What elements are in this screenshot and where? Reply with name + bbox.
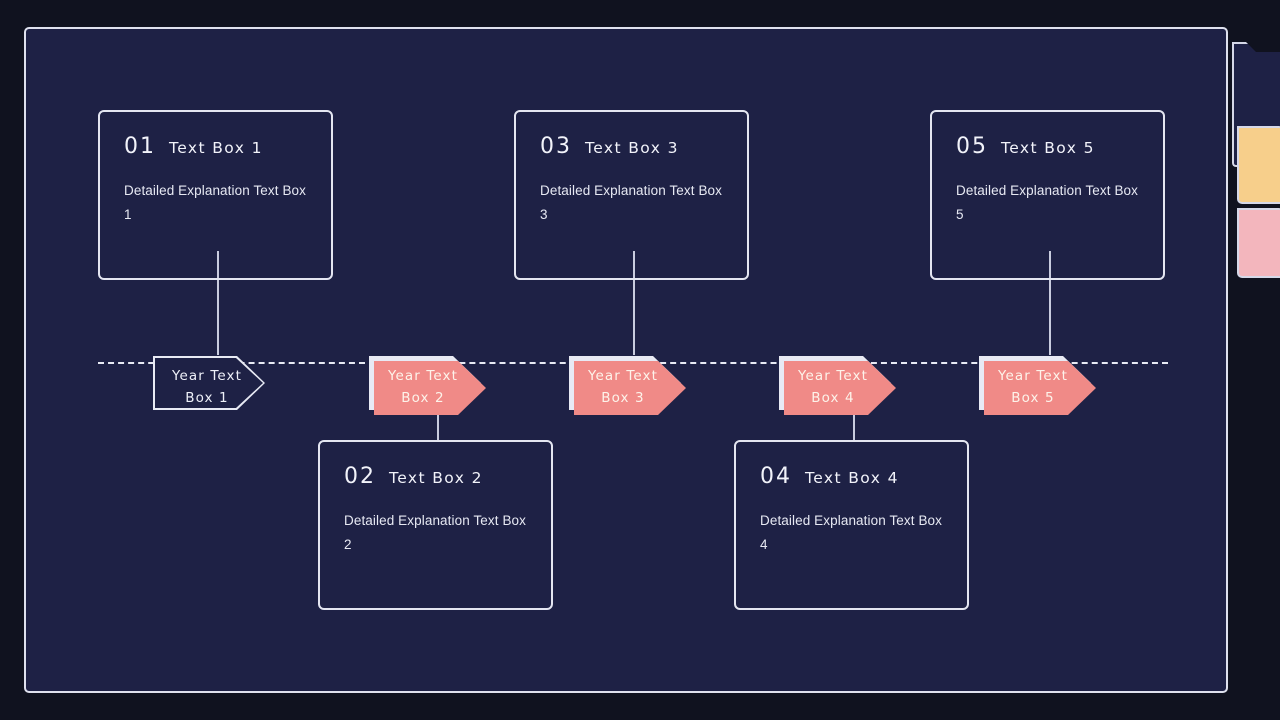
connector-stem-3 (633, 251, 635, 355)
card-title-5: Text Box 5 (1001, 139, 1095, 157)
card-title-3: Text Box 3 (585, 139, 679, 157)
card-number-4: 04 (760, 464, 792, 489)
card-heading-4: 04 Text Box 4 (760, 464, 943, 489)
timeline-marker-4[interactable]: Year Text Box 4 (779, 356, 896, 415)
slide-panel: Year Text Box 1 Year Text Box 2 Year Tex… (24, 27, 1228, 693)
timeline-marker-2[interactable]: Year Text Box 2 (369, 356, 486, 415)
timeline-marker-label-5: Year Text Box 5 (997, 368, 1069, 406)
timeline-marker-5[interactable]: Year Text Box 5 (979, 356, 1096, 415)
card-number-1: 01 (124, 134, 156, 159)
card-title-2: Text Box 2 (389, 469, 483, 487)
card-heading-2: 02 Text Box 2 (344, 464, 527, 489)
marker-fill-3 (574, 361, 686, 415)
card-number-5: 05 (956, 134, 988, 159)
card-notch-3 (708, 277, 731, 278)
content-card-5[interactable]: 05 Text Box 5 Detailed Explanation Text … (930, 110, 1165, 280)
card-notch-1 (292, 277, 315, 278)
card-number-2: 02 (344, 464, 376, 489)
content-card-2[interactable]: 02 Text Box 2 Detailed Explanation Text … (318, 440, 553, 610)
card-description-5: Detailed Explanation Text Box 5 (956, 183, 1139, 222)
content-card-3[interactable]: 03 Text Box 3 Detailed Explanation Text … (514, 110, 749, 280)
content-card-4[interactable]: 04 Text Box 4 Detailed Explanation Text … (734, 440, 969, 610)
card-heading-3: 03 Text Box 3 (540, 134, 723, 159)
card-description-1: Detailed Explanation Text Box 1 (124, 183, 307, 222)
card-title-1: Text Box 1 (169, 139, 263, 157)
timeline-marker-label-4: Year Text Box 4 (797, 368, 869, 406)
marker-inner-1 (155, 358, 263, 408)
edge-decoration-pink-tab (1237, 208, 1280, 278)
connector-stem-1 (217, 251, 219, 355)
connector-stem-5 (1049, 251, 1051, 355)
card-title-4: Text Box 4 (805, 469, 899, 487)
timeline-marker-3[interactable]: Year Text Box 3 (569, 356, 686, 415)
card-heading-1: 01 Text Box 1 (124, 134, 307, 159)
card-notch-4 (928, 607, 951, 608)
timeline-marker-label-2: Year Text Box 2 (387, 368, 459, 406)
timeline-marker-1[interactable]: Year Text Box 1 (153, 356, 270, 415)
card-description-3: Detailed Explanation Text Box 3 (540, 183, 723, 222)
edge-decoration-yellow-tab (1237, 126, 1280, 204)
card-notch-2 (512, 607, 535, 608)
card-description-4: Detailed Explanation Text Box 4 (760, 513, 943, 552)
card-heading-5: 05 Text Box 5 (956, 134, 1139, 159)
timeline-marker-label-1: Year Text Box 1 (171, 368, 243, 406)
card-notch-5 (1124, 277, 1147, 278)
card-number-3: 03 (540, 134, 572, 159)
marker-fill-4 (784, 361, 896, 415)
card-description-2: Detailed Explanation Text Box 2 (344, 513, 527, 552)
content-card-1[interactable]: 01 Text Box 1 Detailed Explanation Text … (98, 110, 333, 280)
timeline-marker-label-3: Year Text Box 3 (587, 368, 659, 406)
